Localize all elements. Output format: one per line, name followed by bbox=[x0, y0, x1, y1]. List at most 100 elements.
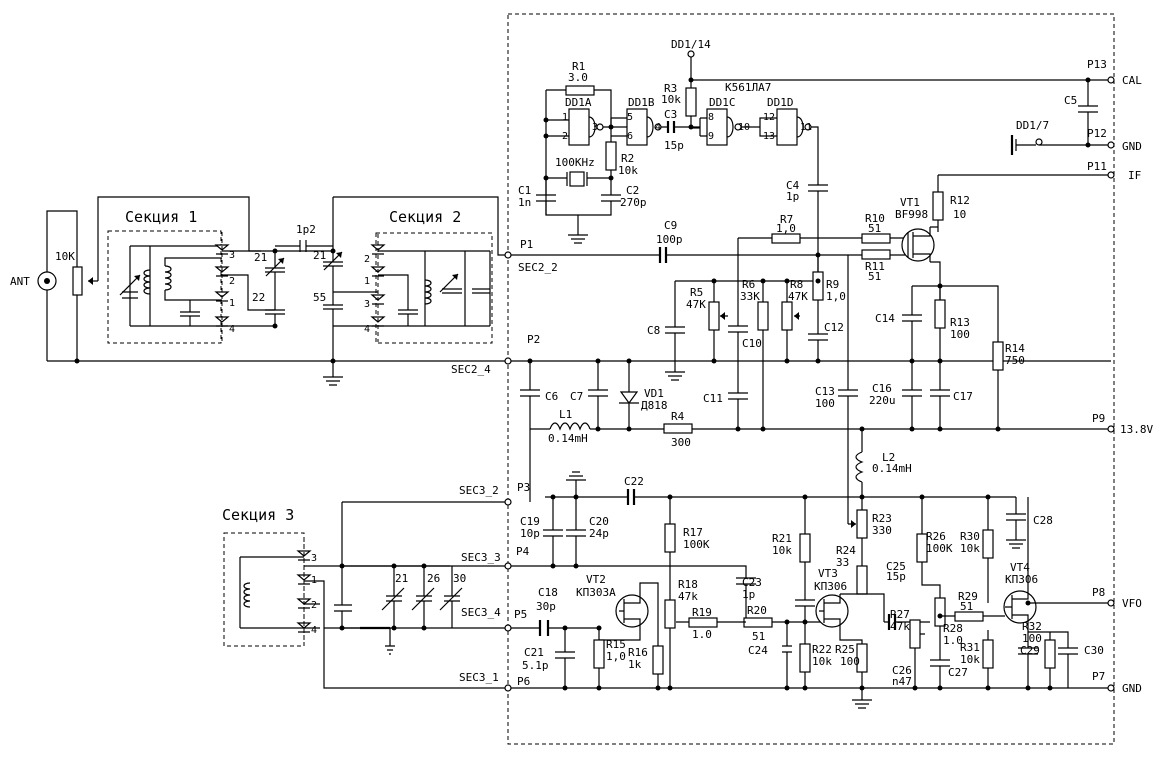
lbl-c26-value: n47 bbox=[892, 675, 912, 688]
s3-pin-3: 3 bbox=[311, 553, 317, 564]
lbl-r7-value: 1,0 bbox=[776, 222, 796, 235]
lbl-r8: R8 bbox=[790, 278, 803, 291]
trim-s3-21: 21 bbox=[395, 572, 408, 585]
lbl-r21-value: 10k bbox=[772, 544, 792, 557]
lbl-r18-value: 47k bbox=[678, 590, 698, 603]
power-supply bbox=[520, 255, 1108, 502]
lbl-vt3-value: КП306 bbox=[814, 580, 847, 593]
net-if: IF bbox=[1128, 169, 1141, 182]
net-p2: P2 bbox=[527, 333, 540, 346]
lbl-r20-value: 51 bbox=[752, 630, 765, 643]
trim-s3-26: 26 bbox=[427, 572, 440, 585]
net-p6: P6 bbox=[517, 675, 530, 688]
section-1-label: Секция 1 bbox=[125, 208, 197, 226]
labels-vfo: C22 C28 C19 10p C20 24p R17 100K R21 10k… bbox=[520, 475, 1104, 688]
trim-21a: 21 bbox=[254, 251, 267, 264]
net-dd1-7: DD1/7 bbox=[1016, 119, 1049, 132]
lbl-r30-value: 10k bbox=[960, 542, 980, 555]
lbl-r12: R12 bbox=[950, 194, 970, 207]
varicap-diodes-3 bbox=[296, 538, 312, 646]
trim-s3-30: 30 bbox=[453, 572, 466, 585]
net-p4: P4 bbox=[516, 545, 530, 558]
lbl-r11-value: 51 bbox=[868, 270, 881, 283]
lbl-r17: R17 bbox=[683, 526, 703, 539]
lbl-c14: C14 bbox=[875, 312, 895, 325]
pin-a3: 3 bbox=[592, 122, 598, 133]
net-p3: P3 bbox=[517, 481, 530, 494]
lbl-r24: R24 bbox=[836, 544, 856, 557]
net-p1: P1 bbox=[520, 238, 533, 251]
lbl-c26: C26 bbox=[892, 664, 912, 677]
lbl-c20: C20 bbox=[589, 515, 609, 528]
lbl-vt3: VT3 bbox=[818, 567, 838, 580]
lbl-r2: R2 bbox=[621, 152, 634, 165]
lbl-r1-value: 3.0 bbox=[568, 71, 588, 84]
lbl-c3-value: 15p bbox=[664, 139, 684, 152]
lbl-r21: R21 bbox=[772, 532, 792, 545]
net-p9: P9 bbox=[1092, 412, 1105, 425]
lbl-r24-value: 33 bbox=[836, 556, 849, 569]
net-p8: P8 bbox=[1092, 586, 1105, 599]
lbl-r10-value: 51 bbox=[868, 222, 881, 235]
s3-pin-1: 1 bbox=[311, 575, 317, 586]
trim-55: 55 bbox=[313, 291, 326, 304]
lbl-c30: C30 bbox=[1084, 644, 1104, 657]
net-13-8v: 13.8V bbox=[1120, 423, 1153, 436]
lbl-vt1: VT1 bbox=[900, 196, 920, 209]
lbl-c4-value: 1p bbox=[786, 190, 799, 203]
lbl-c28: C28 bbox=[1033, 514, 1053, 527]
lbl-r20: R20 bbox=[747, 604, 767, 617]
lbl-c21: C21 bbox=[524, 646, 544, 659]
s1-pin-1: 1 bbox=[229, 298, 235, 309]
labels-oscillator: R1 3.0 DD1A DD1B DD1C DD1D К561ЛА7 R3 10… bbox=[518, 60, 1077, 209]
lbl-c18-value: 30p bbox=[536, 600, 556, 613]
mixer bbox=[511, 174, 1108, 429]
lbl-c25: C25 bbox=[886, 560, 906, 573]
net-sec3-3: SEC3_3 bbox=[461, 551, 501, 564]
lbl-vd1: VD1 bbox=[644, 387, 664, 400]
section-3-label: Секция 3 bbox=[222, 506, 294, 524]
lbl-r32: R32 bbox=[1022, 620, 1042, 633]
lbl-r6-value: 33K bbox=[740, 290, 760, 303]
lbl-chip: К561ЛА7 bbox=[725, 81, 771, 94]
lbl-r15: R15 bbox=[606, 638, 626, 651]
net-gnd-top: GND bbox=[1122, 140, 1142, 153]
lbl-c16: C16 bbox=[872, 382, 892, 395]
ant-label: ANT bbox=[10, 275, 30, 288]
pin-a2: 2 bbox=[562, 131, 568, 142]
lbl-r31: R31 bbox=[960, 641, 980, 654]
lbl-c23-value: 1p bbox=[742, 588, 755, 601]
lbl-c3: C3 bbox=[664, 108, 677, 121]
section-3 bbox=[239, 501, 508, 689]
pin-d11: 11 bbox=[800, 122, 812, 133]
lbl-r31-value: 10k bbox=[960, 653, 980, 666]
lbl-c19-value: 10p bbox=[520, 527, 540, 540]
lbl-r13-value: 100 bbox=[950, 328, 970, 341]
net-sec3-1: SEC3_1 bbox=[459, 671, 499, 684]
lbl-r32-value: 100 bbox=[1022, 632, 1042, 645]
lbl-r27: R27 bbox=[890, 608, 910, 621]
lbl-c9: C9 bbox=[664, 219, 677, 232]
lbl-c20-value: 24p bbox=[589, 527, 609, 540]
lbl-c8: C8 bbox=[647, 324, 660, 337]
lbl-l1: L1 bbox=[559, 408, 572, 421]
lbl-r29-value: 51 bbox=[960, 600, 973, 613]
lbl-r19: R19 bbox=[692, 606, 712, 619]
lbl-r2-value: 10k bbox=[618, 164, 638, 177]
lbl-c18: C18 bbox=[538, 586, 558, 599]
net-sec3-2: SEC3_2 bbox=[459, 484, 499, 497]
lbl-c7: C7 bbox=[570, 390, 583, 403]
pot-label: 10K bbox=[55, 250, 75, 263]
varicap-diodes-2 bbox=[370, 234, 386, 342]
gate-dd1d bbox=[776, 108, 798, 146]
net-p5: P5 bbox=[514, 608, 527, 621]
lbl-c5: C5 bbox=[1064, 94, 1077, 107]
lbl-vt1-value: BF998 bbox=[895, 208, 928, 221]
lbl-c17: C17 bbox=[953, 390, 973, 403]
lbl-r30: R30 bbox=[960, 530, 980, 543]
input-section bbox=[37, 196, 1111, 386]
lbl-c16-value: 220u bbox=[869, 394, 896, 407]
net-p12: P12 bbox=[1087, 127, 1107, 140]
lbl-l2: L2 bbox=[882, 451, 895, 464]
